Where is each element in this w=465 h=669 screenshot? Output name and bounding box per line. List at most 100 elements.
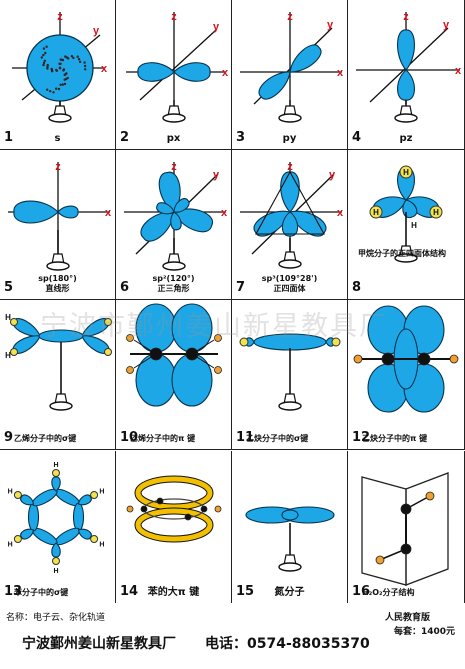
stand-base — [394, 253, 418, 263]
stand-base — [278, 401, 302, 411]
electron-density-dot — [63, 82, 67, 86]
hydrogen-label: H — [53, 462, 58, 469]
carbon-node — [140, 505, 148, 513]
cell-number: 11 — [236, 430, 255, 445]
orbital-diagram: zx — [8, 161, 112, 271]
cell-label: 氮分子 — [274, 587, 305, 598]
cell-label: px — [166, 133, 181, 144]
cell-number: 1 — [4, 130, 14, 145]
cc-sigma-lobe — [27, 502, 40, 532]
cell-label: pz — [399, 133, 413, 144]
stand-base — [278, 113, 302, 123]
orbital-diagram — [126, 303, 222, 407]
sp3-lobe-c — [253, 210, 291, 237]
axis-label-y: y — [329, 169, 336, 181]
cell-label: H₂O₂分子结构 — [362, 588, 415, 597]
footer-name: 名称：电子云、杂化轨道 — [6, 613, 106, 623]
ch-lobe — [20, 494, 35, 506]
hydrogen-atom — [331, 337, 341, 347]
footer-company: 宁波鄞州姜山新星教具厂 — [22, 636, 176, 652]
cc-sigma-lobe — [72, 502, 85, 532]
electron-density-dot — [59, 62, 62, 66]
hydrogen-atom — [10, 318, 18, 326]
stand-base — [48, 113, 72, 123]
cell-number: 12 — [352, 430, 371, 445]
carbon-node — [184, 513, 192, 521]
electron-density-dot — [52, 91, 55, 94]
electron-density-dot — [42, 61, 46, 65]
electron-density-dot — [42, 47, 46, 50]
cell-number: 4 — [352, 130, 362, 145]
electron-density-dot — [49, 89, 52, 93]
cell-label: 乙烯分子中的π 键 — [130, 434, 196, 443]
hydrogen-node — [375, 555, 385, 565]
axis-label-x: x — [221, 207, 228, 219]
hydrogen-atom — [52, 469, 60, 477]
cell-sublabel: 正四面体 — [273, 284, 306, 293]
ch-bond — [133, 339, 157, 355]
electron-density-dot — [59, 83, 62, 87]
hydrogen-atom — [13, 535, 22, 543]
hydrogen-node — [214, 366, 222, 374]
cell-label: 乙烯分子中的σ键 — [14, 434, 77, 443]
ch-bond — [133, 353, 157, 369]
carbon-node — [156, 497, 164, 505]
electron-density-dot — [62, 69, 65, 72]
hydrogen-atom — [90, 491, 99, 499]
oxygen-node — [400, 543, 412, 555]
hydrogen-atom — [10, 348, 18, 356]
sp2-lobe-b — [173, 208, 214, 233]
pi-ring-bottom — [135, 508, 213, 542]
cell-number: 3 — [236, 130, 246, 145]
sp3-lobe-d — [281, 211, 299, 237]
pz-lobe-down — [397, 69, 415, 101]
electron-density-dot — [66, 57, 70, 60]
cell-label: sp³(109°28') — [261, 274, 318, 283]
sp2-lobe-minor — [156, 202, 175, 215]
sp2-lobe-minor — [173, 198, 190, 213]
carbon-node — [200, 505, 208, 513]
oxygen-node — [400, 503, 412, 515]
hydrogen-atom — [429, 205, 443, 219]
footer-price: 每套：1400元 — [394, 627, 456, 637]
electron-density-dot — [63, 78, 66, 81]
axis-label-y: y — [327, 19, 334, 31]
cell-label: 甲烷分子的正四面体结构 — [358, 249, 446, 258]
ch-lobe — [20, 528, 35, 540]
hydrogen-node — [425, 491, 435, 501]
electron-density-dot — [42, 53, 45, 57]
hydrogen-node — [126, 366, 134, 374]
pi-ring-top — [135, 476, 213, 510]
sp2-lobe-c — [140, 211, 175, 242]
cell-number: 5 — [4, 280, 14, 295]
cell-label: 乙炔分子中的σ键 — [246, 434, 309, 443]
ch-bond — [191, 339, 215, 355]
electron-density-dot — [63, 73, 66, 77]
orbital-diagram — [245, 506, 335, 572]
stand-base — [278, 259, 302, 269]
hydrogen-node — [214, 334, 222, 342]
cell-label: sp(180°) — [38, 274, 77, 283]
hydrogen-atom — [239, 337, 249, 347]
cell-label: sp²(120°) — [152, 274, 195, 283]
electron-density-dot — [57, 87, 61, 91]
cc-sigma-lobe — [253, 333, 327, 351]
cell-sublabel: 直线形 — [45, 284, 70, 293]
electron-density-dot — [55, 87, 58, 90]
electron-density-dot — [58, 66, 62, 70]
n2-center-lobe — [281, 509, 299, 521]
stand-base — [46, 261, 70, 271]
axis-label-x: x — [337, 67, 344, 79]
orbital-diagram — [353, 305, 459, 413]
cell-number: 16 — [352, 584, 371, 599]
electron-density-dot — [42, 63, 45, 67]
orbital-diagram: zyx — [124, 161, 228, 271]
